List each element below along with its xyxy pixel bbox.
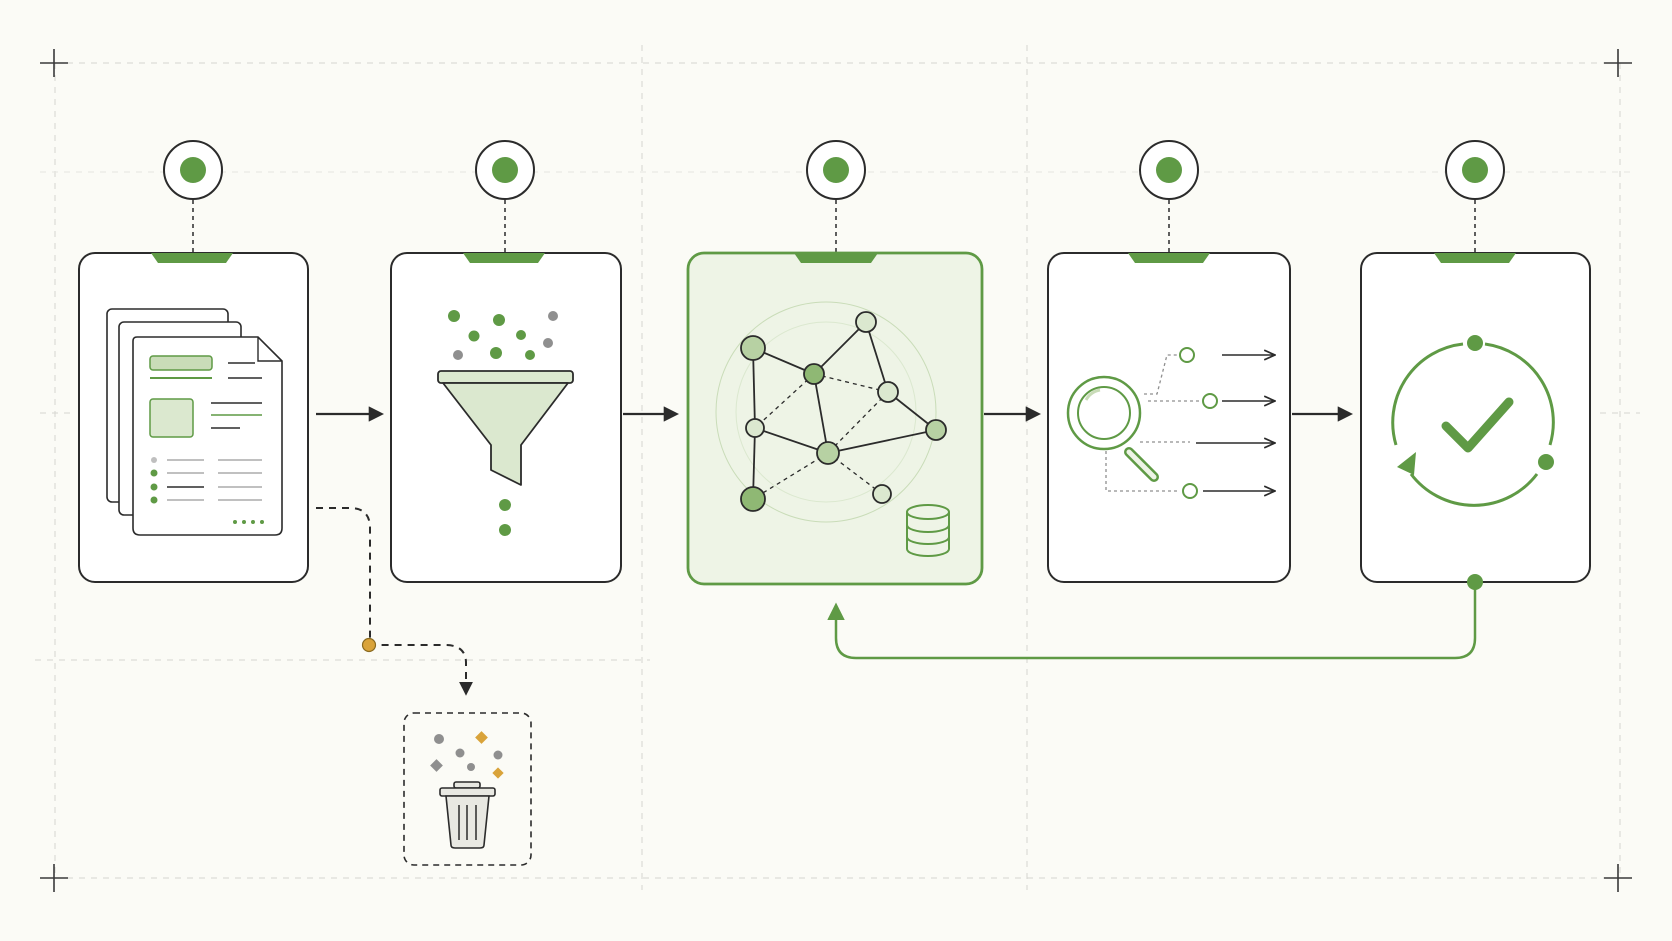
stage-knowledge-graph — [686, 140, 984, 586]
database-icon — [906, 504, 950, 557]
corner-crosshairs — [40, 49, 1632, 892]
network-graph-icon — [740, 311, 947, 512]
discard-card — [403, 712, 532, 866]
magnifier-icon — [1066, 375, 1159, 482]
document-stack-icon — [106, 308, 283, 536]
check-cycle-icon — [1391, 335, 1555, 507]
result-links — [1105, 347, 1275, 499]
debris-particles — [430, 731, 504, 779]
trash-icon — [439, 781, 496, 849]
stage-card — [1360, 252, 1591, 583]
particle-dots — [448, 310, 558, 360]
funnel-icon — [437, 370, 574, 486]
stage-filter — [390, 140, 622, 583]
stage-search — [1047, 140, 1291, 583]
stage-documents — [78, 140, 309, 583]
feedback-loop — [827, 574, 1483, 660]
stage-validate — [1360, 140, 1591, 583]
